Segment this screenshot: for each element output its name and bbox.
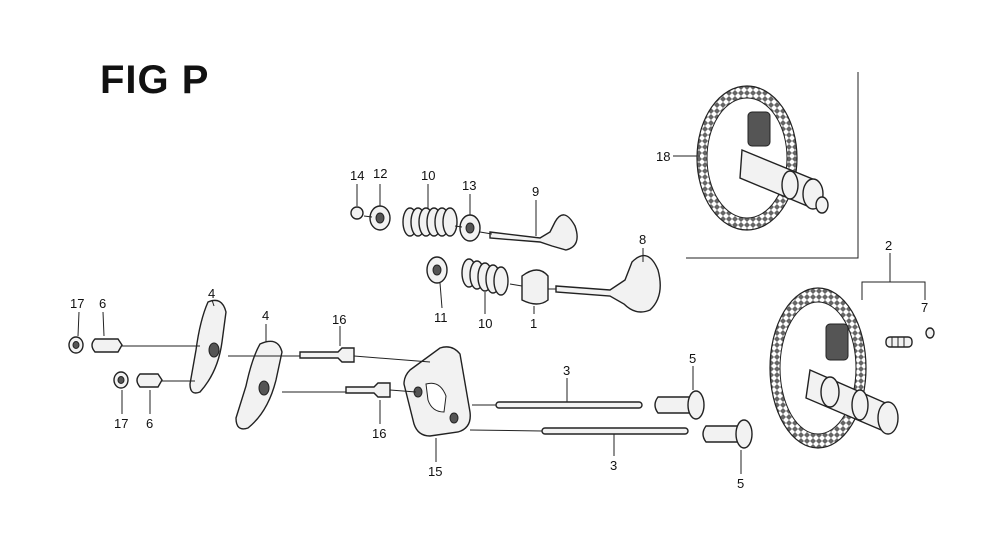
rocker-stud-upper bbox=[299, 347, 355, 363]
valve-row-lower bbox=[426, 254, 661, 313]
figure-title: FIG P bbox=[100, 58, 210, 102]
callout-11: 11 bbox=[434, 310, 448, 325]
callout-8: 8 bbox=[639, 232, 646, 247]
tappet-lower bbox=[702, 419, 753, 449]
camshaft-gear-inset bbox=[696, 85, 829, 231]
callout-18: 18 bbox=[656, 149, 670, 164]
rocker-arm-left bbox=[189, 299, 227, 394]
callout-4-right: 4 bbox=[262, 308, 269, 323]
callout-17-upper: 17 bbox=[70, 296, 84, 311]
callout-16-upper: 16 bbox=[332, 312, 346, 327]
leader-lines bbox=[77, 155, 926, 474]
camshaft-gear-main bbox=[769, 287, 899, 449]
callout-17-lower: 17 bbox=[114, 416, 128, 431]
callout-12: 12 bbox=[373, 166, 387, 181]
callout-9: 9 bbox=[532, 184, 539, 199]
callout-2: 2 bbox=[885, 238, 892, 253]
adjusting-nut-upper bbox=[68, 336, 123, 354]
callout-3-lower: 3 bbox=[610, 458, 617, 473]
inset-frame bbox=[686, 72, 859, 259]
callout-10-upper: 10 bbox=[421, 168, 435, 183]
callout-7: 7 bbox=[921, 300, 928, 315]
callout-13: 13 bbox=[462, 178, 476, 193]
callout-3-upper: 3 bbox=[563, 363, 570, 378]
callout-6-upper: 6 bbox=[99, 296, 106, 311]
callout-4-left: 4 bbox=[208, 286, 215, 301]
tappet-upper bbox=[654, 390, 705, 420]
rocker-stud-lower bbox=[345, 382, 391, 398]
pushrod-guide-plate bbox=[403, 346, 471, 437]
callout-1: 1 bbox=[530, 316, 537, 331]
callout-5-upper: 5 bbox=[689, 351, 696, 366]
callout-5-lower: 5 bbox=[737, 476, 744, 491]
callout-14: 14 bbox=[350, 168, 364, 183]
valve-row-upper bbox=[350, 205, 578, 251]
callout-16-lower: 16 bbox=[372, 426, 386, 441]
spring-pin bbox=[885, 327, 935, 348]
callout-15: 15 bbox=[428, 464, 442, 479]
adjusting-nut-lower bbox=[113, 371, 163, 389]
callout-labels: 14 12 10 13 9 8 11 10 1 18 2 7 17 6 4 4 … bbox=[70, 149, 928, 491]
callout-10-lower: 10 bbox=[478, 316, 492, 331]
callout-6-lower: 6 bbox=[146, 416, 153, 431]
rocker-arm-right bbox=[235, 340, 283, 430]
